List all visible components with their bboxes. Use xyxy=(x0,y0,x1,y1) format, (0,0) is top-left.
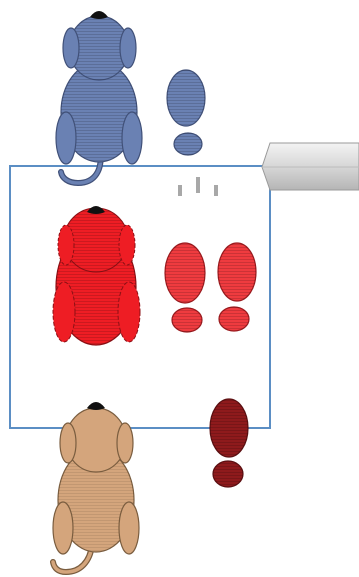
blue-dog-icon xyxy=(56,11,142,183)
tan-dog-icon xyxy=(53,402,139,572)
signal-mark xyxy=(214,185,218,196)
signal-mark xyxy=(196,177,200,193)
darkred-footprint-icon xyxy=(210,399,248,487)
sensor-device xyxy=(262,143,359,190)
blue-footprint-icon xyxy=(167,70,205,155)
signal-marks xyxy=(178,177,218,196)
red-footprints-icon xyxy=(165,243,256,332)
signal-mark xyxy=(178,185,182,196)
red-dog-icon xyxy=(53,206,140,345)
